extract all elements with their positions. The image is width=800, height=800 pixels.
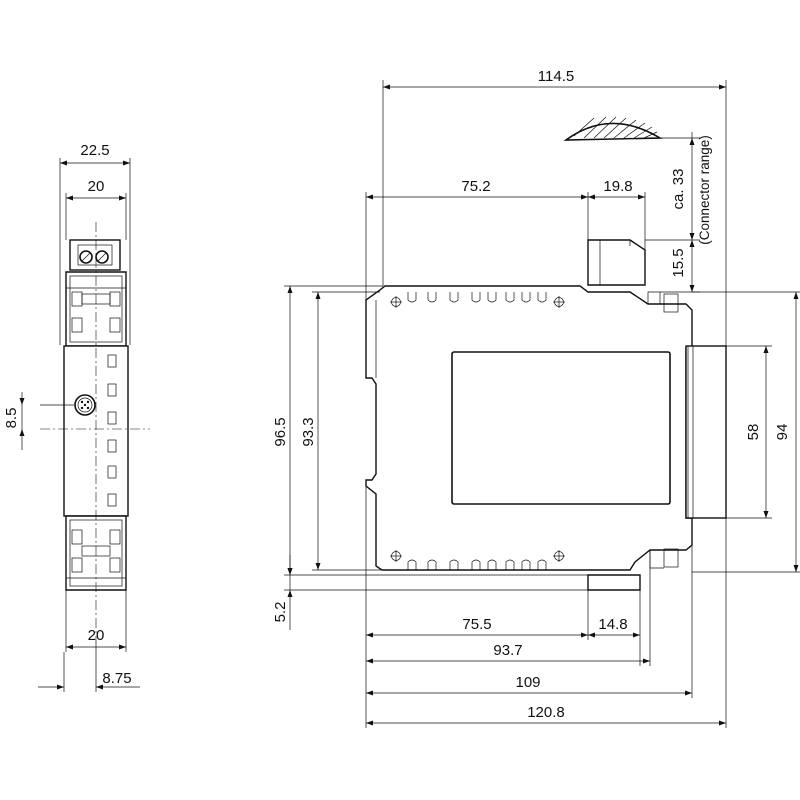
terminal-screw-2 [95, 250, 109, 264]
device-housing [365, 285, 693, 571]
front-view: 114.5 75.2 19.8 ca. 33 (Connector range)… [272, 68, 800, 728]
dim-120-8: 120.8 [527, 704, 565, 721]
terminal-screw-1 [79, 250, 93, 264]
dim-96-5: 96.5 [272, 417, 289, 446]
dim-75-5: 75.5 [462, 616, 491, 633]
dim-93-7: 93.7 [493, 642, 522, 659]
dim-20-top: 20 [88, 178, 105, 195]
dim-20-bottom: 20 [88, 627, 105, 644]
top-terminals [390, 292, 565, 308]
bottom-terminals [390, 550, 565, 570]
dim-ca-33: ca. 33 [670, 169, 687, 210]
dim-14-8: 14.8 [598, 616, 627, 633]
dim-109: 109 [515, 674, 540, 691]
dim-93-3: 93.3 [300, 417, 317, 446]
dim-75-2: 75.2 [461, 178, 490, 195]
dim-15-5: 15.5 [670, 248, 687, 277]
dim-19-8: 19.8 [603, 178, 632, 195]
led-column [107, 354, 117, 507]
connector-socket [74, 394, 96, 416]
device-window [451, 351, 671, 505]
dim-22-5: 22.5 [80, 142, 109, 159]
dim-8-75: 8.75 [102, 670, 131, 687]
dim-114-5: 114.5 [538, 68, 574, 85]
connector-range-hatch [563, 122, 663, 141]
dim-5-2: 5.2 [272, 602, 289, 623]
dim-58: 58 [745, 424, 762, 441]
dim-94: 94 [774, 424, 791, 441]
side-view: 22.5 20 20 8.75 8.5 [3, 142, 150, 692]
dim-8-5: 8.5 [3, 408, 20, 429]
connector-range-label: (Connector range) [697, 135, 712, 245]
